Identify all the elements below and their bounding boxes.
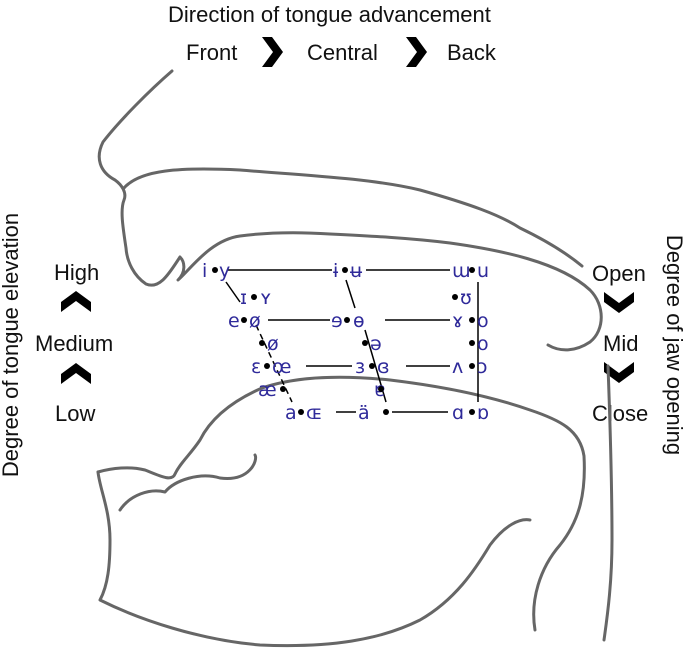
chevron-down-icon bbox=[604, 362, 634, 383]
vowel-dot bbox=[469, 317, 475, 323]
vowel-barred-u: ʉ bbox=[350, 260, 363, 282]
vowel-reversed-e: ɘ bbox=[331, 310, 343, 332]
vowel-dot bbox=[259, 340, 265, 346]
vowel-small-cap-oe: ɶ bbox=[306, 402, 322, 424]
vowel-turned-script-a: ɒ bbox=[477, 402, 489, 424]
vowel-open-e: ɛ bbox=[251, 356, 261, 378]
vowel-lowered-o: o bbox=[477, 333, 489, 355]
vowel-dot bbox=[280, 386, 286, 392]
vowel-ash: æ bbox=[258, 379, 277, 401]
vowel-dot bbox=[362, 340, 368, 346]
close-label: Close bbox=[592, 401, 649, 426]
header-title: Direction of tongue advancement bbox=[168, 2, 491, 27]
vowel-reversed-open-e: ɜ bbox=[355, 356, 365, 378]
vowel-dot bbox=[342, 267, 348, 273]
vowel-dot bbox=[264, 363, 270, 369]
vowel-a: a bbox=[285, 402, 297, 424]
vowel-turned-v: ʌ bbox=[452, 356, 463, 378]
vowel-u: u bbox=[477, 260, 489, 282]
vowel-dot bbox=[383, 409, 389, 415]
vowel-small-cap-y: ʏ bbox=[260, 287, 272, 309]
vowel-dot bbox=[469, 363, 475, 369]
vowel-small-cap-i: ɪ bbox=[240, 287, 247, 309]
vowel-i: i bbox=[202, 260, 207, 282]
vowel-dot bbox=[212, 267, 218, 273]
medium-label: Medium bbox=[35, 331, 114, 356]
mid-label: Mid bbox=[603, 331, 639, 356]
vowel-script-a: ɑ bbox=[452, 402, 464, 424]
low-label: Low bbox=[55, 401, 96, 426]
upper-lip-outline bbox=[122, 167, 584, 268]
vowel-lowered-slashed-o: ø bbox=[267, 333, 279, 355]
vowel-dot bbox=[241, 317, 247, 323]
open-label: Open bbox=[592, 261, 646, 286]
vowel-dot bbox=[469, 340, 475, 346]
jaw-outline bbox=[96, 470, 532, 648]
vowel-slashed-o: ø bbox=[249, 310, 261, 332]
vowel-turned-m: ɯ bbox=[452, 260, 471, 282]
vowel-schwa: ə bbox=[370, 333, 382, 355]
nose-outline bbox=[97, 69, 603, 352]
front-label: Front bbox=[186, 40, 238, 65]
grid-line bbox=[255, 324, 293, 403]
vowel-upsilon: ʊ bbox=[460, 287, 472, 309]
vowel-dot bbox=[378, 386, 384, 392]
lower-lip-outline bbox=[118, 453, 258, 512]
grid-line bbox=[225, 281, 241, 303]
vowel-dot bbox=[369, 363, 375, 369]
chevron-up-icon bbox=[61, 363, 91, 384]
vowel-o: o bbox=[477, 310, 489, 332]
vowel-dot bbox=[469, 267, 475, 273]
vowel-dot bbox=[251, 294, 257, 300]
central-label: Central bbox=[307, 40, 378, 65]
chevron-right-icon bbox=[262, 37, 283, 67]
chevron-right-icon bbox=[406, 37, 427, 67]
vowel-dot bbox=[298, 409, 304, 415]
vowel-open-o: ɔ bbox=[477, 356, 487, 378]
throat-outline bbox=[602, 364, 614, 642]
back-label: Back bbox=[447, 40, 496, 65]
vowel-barred-o: ɵ bbox=[353, 310, 365, 332]
vowel-dot bbox=[344, 317, 350, 323]
vowel-rams-horn: ɤ bbox=[452, 310, 463, 332]
vowel-barred-i: ɨ bbox=[333, 260, 339, 282]
grid-line bbox=[345, 279, 356, 309]
vowel-e: e bbox=[228, 310, 240, 332]
vowel-closed-reversed-open-e: ɞ bbox=[377, 356, 390, 378]
chevron-up-icon bbox=[61, 291, 91, 312]
vowel-dot bbox=[452, 294, 458, 300]
vowel-y: y bbox=[219, 260, 230, 282]
vowel-dot bbox=[469, 409, 475, 415]
tongue-outline bbox=[96, 375, 586, 632]
high-label: High bbox=[54, 260, 100, 285]
chevron-down-icon bbox=[604, 292, 634, 313]
vowel-centralized-a: ä bbox=[358, 402, 370, 424]
vowel-oe: œ bbox=[272, 356, 291, 378]
